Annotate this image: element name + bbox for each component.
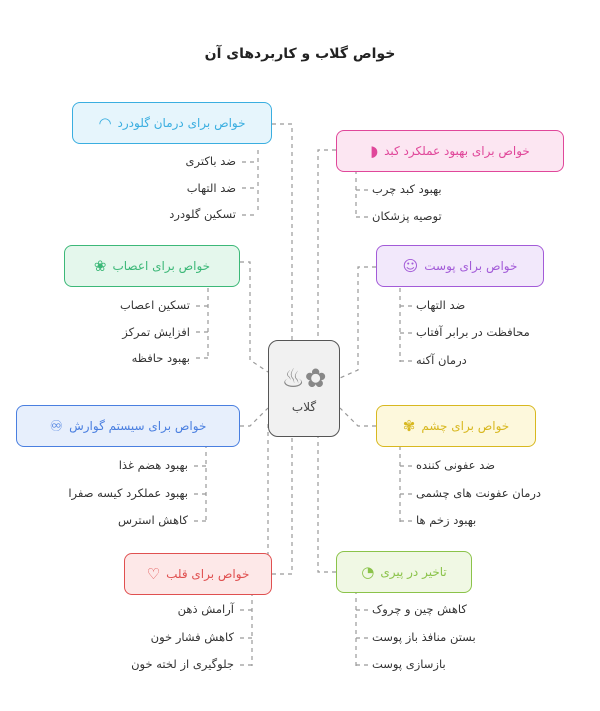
branch-heart[interactable]: خواص برای قلب ♡ (124, 553, 272, 595)
list-item: کاهش چین و چروک (372, 602, 467, 616)
branch-digestion[interactable]: خواص برای سیستم گوارش ♾ (16, 405, 240, 447)
rose-bottle-icon: ♨✿ (281, 363, 327, 394)
list-item: بهبود کبد چرب (372, 182, 442, 196)
branch-eyes[interactable]: خواص برای چشم ✾ (376, 405, 536, 447)
diagram-title: خواص گلاب و کاربردهای آن (204, 46, 396, 62)
list-item: ضد التهاب (186, 181, 236, 195)
throat-icon: ◠ (98, 113, 112, 132)
aging-clock-icon: ◔ (361, 562, 375, 581)
branch-label: خواص برای چشم (421, 419, 510, 433)
branch-label: خواص برای سیستم گوارش (69, 419, 207, 433)
central-node[interactable]: ♨✿ گلاب (268, 340, 340, 437)
branch-throat[interactable]: خواص برای درمان گلودرد ◠ (72, 102, 272, 144)
brain-icon: ❀ (93, 256, 107, 275)
list-item: بستن منافذ باز پوست (372, 630, 476, 644)
list-item: ضد باکتری (185, 154, 236, 168)
list-item: درمان آکنه (416, 353, 467, 367)
list-item: افزایش تمرکز (122, 325, 190, 339)
liver-icon: ◗ (370, 141, 379, 160)
list-item: ضد عفونی کننده (416, 458, 495, 472)
branch-skin[interactable]: خواص برای پوست ☺ (376, 245, 544, 287)
list-item: درمان عفونت های چشمی (416, 486, 542, 500)
branch-label: تاخیر در پیری (380, 565, 447, 579)
list-item: تسکین اعصاب (119, 298, 190, 312)
list-item: بهبود عملکرد کیسه صفرا (68, 486, 188, 500)
branch-liver[interactable]: خواص برای بهبود عملکرد کبد ◗ (336, 130, 564, 172)
list-item: توصیه پزشکان (372, 209, 442, 223)
branch-label: خواص برای درمان گلودرد (117, 116, 246, 130)
list-item: ضد التهاب (416, 298, 466, 312)
branch-label: خواص برای قلب (166, 567, 250, 581)
branch-label: خواص برای بهبود عملکرد کبد (384, 144, 530, 158)
eye-plant-icon: ✾ (402, 416, 416, 435)
list-item: بهبود هضم غذا (118, 458, 188, 472)
list-item: آرامش ذهن (177, 602, 234, 616)
list-item: جلوگیری از لخته خون (131, 657, 234, 671)
branch-label: خواص برای پوست (424, 259, 518, 273)
central-label: گلاب (291, 399, 317, 414)
list-item: بهبود حافظه (131, 351, 190, 365)
branch-nerves[interactable]: خواص برای اعصاب ❀ (64, 245, 240, 287)
list-item: کاهش استرس (117, 513, 188, 527)
branch-aging[interactable]: تاخیر در پیری ◔ (336, 551, 472, 593)
face-icon: ☺ (402, 256, 419, 275)
heart-hand-icon: ♡ (146, 564, 161, 583)
list-item: کاهش فشار خون (150, 630, 234, 644)
branch-label: خواص برای اعصاب (112, 259, 211, 273)
list-item: بازسازی پوست (372, 657, 446, 671)
list-item: بهبود زخم ها (416, 513, 477, 527)
list-item: محافظت در برابر آفتاب (416, 325, 530, 339)
list-item: تسکین گلودرد (169, 207, 236, 221)
stomach-icon: ♾ (49, 416, 64, 435)
